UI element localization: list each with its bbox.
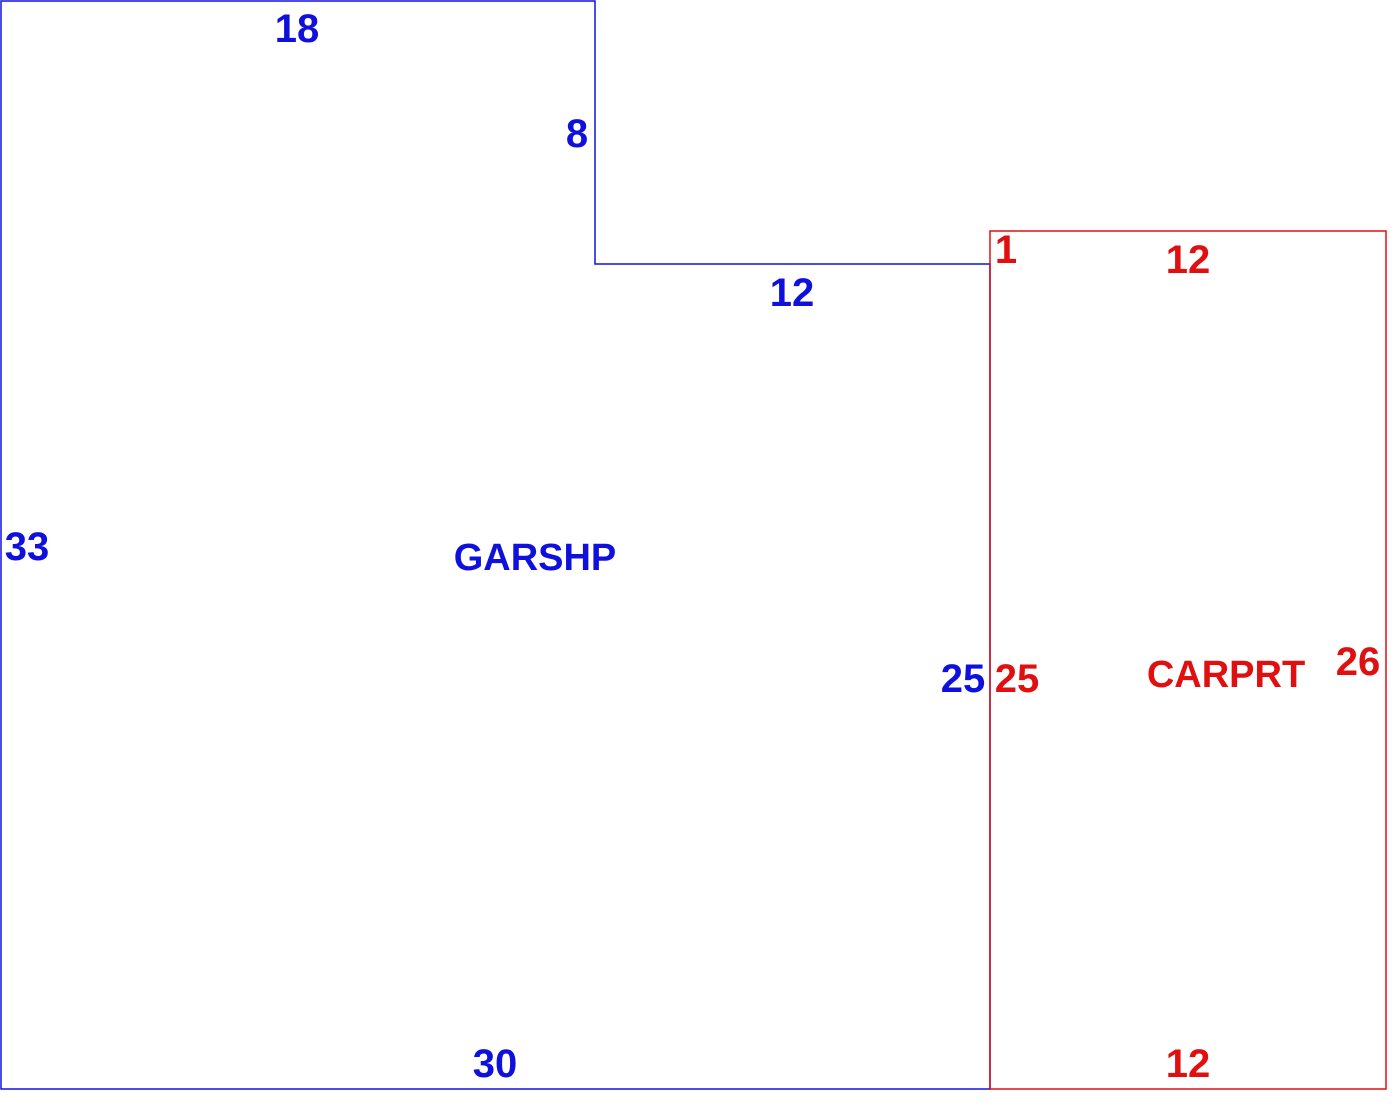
carport-area-label: CARPRT xyxy=(1147,654,1305,696)
carport-outline xyxy=(989,230,1387,1090)
carport-top-left-offset-dimension: 1 xyxy=(995,228,1017,272)
carport-left-dimension: 25 xyxy=(995,657,1040,701)
garage-shop-area-label: GARSHP xyxy=(454,537,617,579)
garage-shop-step-vertical-dimension: 8 xyxy=(566,112,588,156)
garage-shop-bottom-dimension: 30 xyxy=(473,1042,518,1086)
garage-shop-right-dimension: 25 xyxy=(941,657,986,701)
carport-right-dimension: 26 xyxy=(1336,640,1381,684)
garage-shop-top-dimension: 18 xyxy=(275,7,320,51)
garage-shop-step-horizontal-dimension: 12 xyxy=(770,271,815,315)
carport-top-dimension: 12 xyxy=(1166,238,1211,282)
garage-shop-left-dimension: 33 xyxy=(5,525,50,569)
carport-bottom-dimension: 12 xyxy=(1166,1042,1211,1086)
